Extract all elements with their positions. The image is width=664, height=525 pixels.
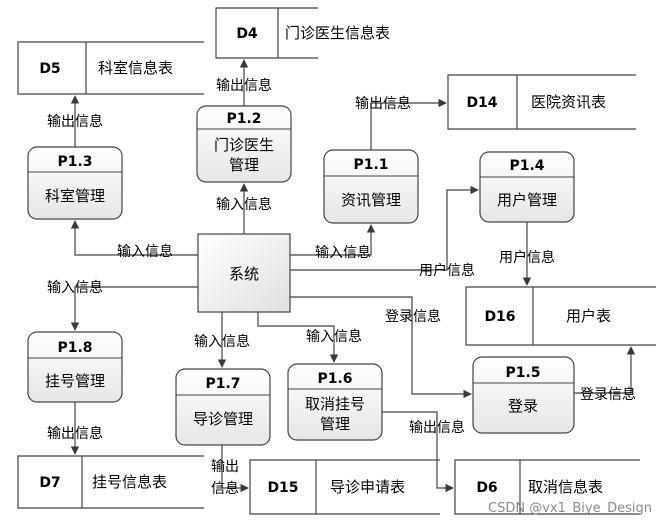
store-name: 用户表 [566, 307, 611, 325]
watermark: CSDN @vx1_Biye_Design [488, 501, 652, 516]
process-p18: P1.8 挂号管理 [27, 331, 123, 403]
store-d16: D16 用户表 [465, 286, 656, 346]
store-name: 科室信息表 [98, 59, 173, 77]
process-id: P1.4 [509, 158, 544, 174]
flow-label-sys-p18: 输入信息 [47, 279, 103, 296]
process-name: 管理 [320, 415, 350, 433]
process-p16: P1.6 取消挂号 管理 [287, 363, 383, 441]
store-id: D16 [484, 309, 515, 325]
flow-label-sys-p13: 输入信息 [117, 243, 173, 260]
process-p12: P1.2 门诊医生 管理 [196, 105, 292, 183]
process-name: 科室管理 [45, 187, 105, 205]
store-id: D4 [236, 26, 258, 42]
store-d5: D5 科室信息表 [17, 41, 204, 95]
flow-label-p13-d5: 输出信息 [47, 113, 103, 130]
flow-label-sys-p11: 输入信息 [315, 244, 371, 261]
store-name: 门诊医生信息表 [285, 24, 390, 42]
store-id: D14 [466, 95, 497, 111]
flow-label-p18-d7: 输出信息 [47, 425, 103, 442]
store-id: D6 [476, 480, 497, 496]
store-name: 挂号信息表 [92, 473, 167, 491]
process-p17: P1.7 导诊管理 [175, 368, 271, 446]
process-id: P1.1 [353, 157, 388, 173]
store-name: 医院资讯表 [531, 93, 606, 111]
process-id: P1.6 [317, 371, 352, 387]
store-d7: D7 挂号信息表 [17, 455, 204, 509]
flow-label-sys-p12: 输入信息 [216, 196, 272, 213]
flow-label-sys-p14: 用户信息 [419, 262, 475, 279]
process-name: 取消挂号 [305, 395, 365, 413]
process-id: P1.3 [57, 154, 92, 170]
system-label: 系统 [229, 265, 259, 283]
flow-label-p17-d15-line2: 信息 [211, 480, 239, 497]
flow-label-p14-d16: 用户信息 [499, 249, 555, 266]
store-name: 取消信息表 [528, 478, 603, 496]
flow-labels: 输出信息 输出信息 输出信息 输入信息 输入信息 输入信息 用户信息 用户信息 … [47, 77, 636, 497]
store-id: D7 [39, 475, 60, 491]
store-d4: D4 门诊医生信息表 [215, 7, 390, 59]
flow-label-p11-d14: 输出信息 [355, 95, 411, 112]
flow-label-p16-d6: 输出信息 [409, 419, 465, 436]
process-id: P1.8 [57, 340, 92, 356]
process-id: P1.2 [226, 111, 261, 127]
process-name: 资讯管理 [341, 191, 401, 209]
flow-label-sys-p17: 输入信息 [194, 333, 250, 350]
process-id: P1.7 [205, 376, 240, 392]
process-p15: P1.5 登录 [472, 356, 575, 434]
process-name: 导诊管理 [193, 410, 253, 428]
flow-label-p17-d15-line1: 输出 [211, 459, 239, 475]
flow-label-p12-d4: 输出信息 [216, 77, 272, 94]
process-p11: P1.1 资讯管理 [323, 149, 419, 224]
process-name: 门诊医生 [214, 136, 274, 154]
process-p13: P1.3 科室管理 [27, 146, 123, 220]
flow-label-p15-d16: 登录信息 [580, 386, 636, 403]
store-id: D15 [267, 480, 298, 496]
flow-label-sys-p16: 输入信息 [306, 328, 362, 345]
system-entity: 系统 [197, 233, 291, 313]
store-d15: D15 导诊申请表 [249, 459, 440, 515]
process-p14: P1.4 用户管理 [479, 151, 575, 223]
process-name: 管理 [229, 156, 259, 174]
store-id: D5 [39, 61, 60, 77]
process-id: P1.5 [505, 365, 540, 381]
store-d6: D6 取消信息表 [454, 459, 640, 515]
process-name: 登录 [508, 397, 538, 415]
process-name: 挂号管理 [45, 372, 105, 390]
store-d14: D14 医院资讯表 [447, 74, 636, 130]
flow-lines [70, 59, 636, 493]
flow-label-sys-p15: 登录信息 [385, 308, 441, 325]
store-name: 导诊申请表 [330, 478, 405, 496]
process-name: 用户管理 [497, 191, 557, 209]
